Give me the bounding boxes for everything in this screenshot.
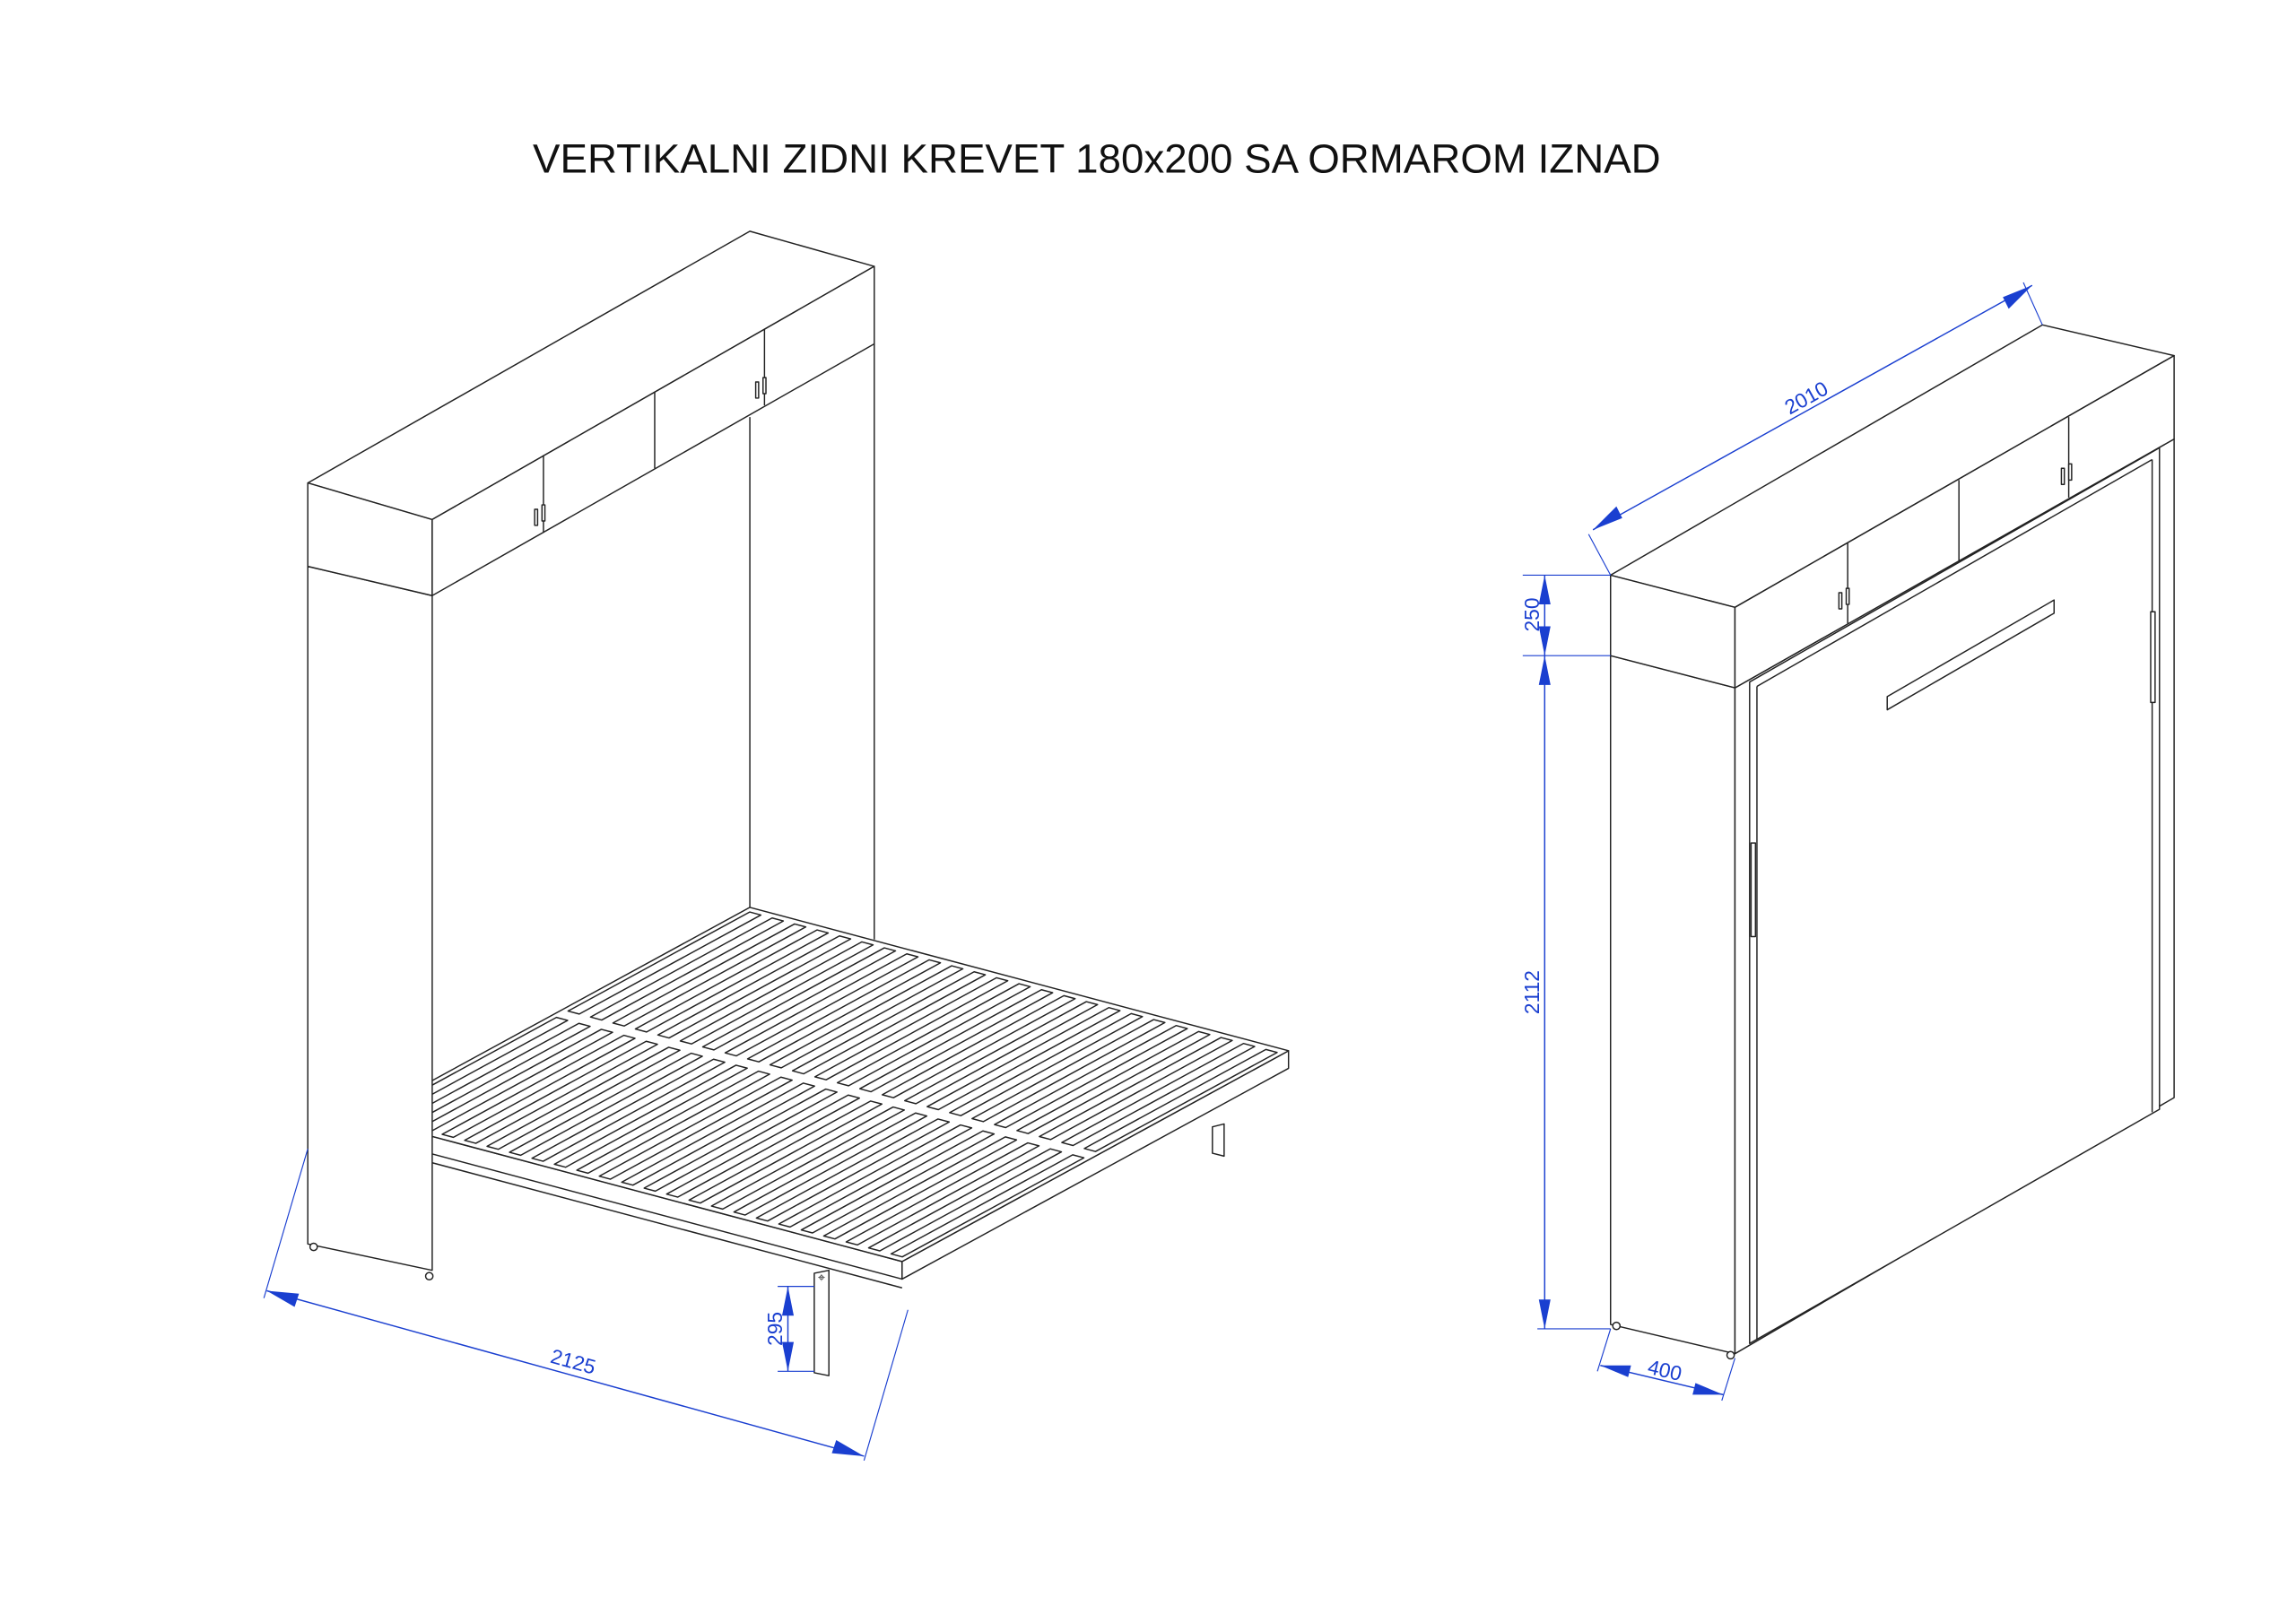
slat-upper-half bbox=[949, 1012, 1144, 1116]
slat-lower-half bbox=[710, 1106, 906, 1211]
slat-upper-half bbox=[1016, 1030, 1211, 1134]
left-pillar bbox=[307, 565, 433, 1271]
slat-lower-half bbox=[598, 1076, 793, 1180]
slat-upper-half bbox=[701, 947, 897, 1051]
slat-upper-half bbox=[836, 983, 1031, 1087]
slat-upper-half bbox=[589, 917, 785, 1021]
cabinet-front-face bbox=[1734, 354, 2175, 689]
foot-icon bbox=[309, 1242, 318, 1252]
slat-lower-half bbox=[845, 1141, 1040, 1246]
dimension-label: 2010 bbox=[1780, 377, 1831, 419]
slat-lower-half bbox=[665, 1094, 861, 1198]
slat-lower-half bbox=[822, 1136, 1018, 1240]
slat-upper-half bbox=[994, 1024, 1188, 1129]
slat-upper-half bbox=[679, 941, 874, 1045]
foot-icon bbox=[424, 1271, 434, 1281]
dimension-bed-cabinet-height: 2112 bbox=[1520, 655, 1611, 1330]
dimension-label: 2112 bbox=[1520, 970, 1544, 1014]
slat-lower-half bbox=[486, 1046, 681, 1150]
drawing-title: VERTIKALNI ZIDNI KREVET 180x200 SA ORMAR… bbox=[533, 136, 1661, 182]
side-handle bbox=[2150, 611, 2156, 704]
slat-upper-half bbox=[858, 988, 1054, 1093]
slat-upper-half bbox=[813, 976, 1009, 1081]
door-handle-icon bbox=[1838, 587, 1850, 610]
slat-lower-half bbox=[509, 1052, 703, 1157]
slat-upper-half bbox=[634, 929, 830, 1033]
slat-upper-half bbox=[1083, 1048, 1278, 1152]
foot-icon bbox=[1726, 1350, 1735, 1360]
bed-door-handle-strip bbox=[1886, 599, 2056, 711]
dimension-label: 2125 bbox=[548, 1344, 598, 1379]
slat-upper-half bbox=[903, 1001, 1099, 1105]
bed-leg bbox=[813, 1269, 830, 1376]
slat-lower-half bbox=[531, 1058, 726, 1162]
closed-bed-view: 2010 250 2112 400 bbox=[1520, 282, 2175, 1402]
slat-upper-half bbox=[1061, 1042, 1256, 1147]
slat-lower-half bbox=[688, 1100, 883, 1204]
slat-upper-half bbox=[791, 971, 987, 1075]
slat-lower-half bbox=[890, 1154, 1085, 1258]
bed-leg bbox=[1212, 1123, 1225, 1158]
dimension-label: 400 bbox=[1646, 1355, 1684, 1385]
slat-upper-half bbox=[1039, 1037, 1233, 1141]
slat-lower-half bbox=[464, 1040, 658, 1144]
slat-lower-half bbox=[778, 1124, 973, 1228]
side-handle bbox=[1750, 842, 1757, 938]
slat-upper-half bbox=[612, 923, 807, 1027]
bed-rail bbox=[428, 1160, 902, 1289]
slat-upper-half bbox=[926, 1006, 1121, 1111]
slat-upper-half bbox=[881, 994, 1076, 1098]
slat-upper-half bbox=[724, 953, 919, 1057]
dimension-label: 295 bbox=[763, 1312, 787, 1346]
slat-lower-half bbox=[553, 1064, 748, 1168]
door-handle-icon bbox=[754, 377, 767, 399]
side-panel bbox=[1610, 655, 1736, 1355]
foot-icon bbox=[1612, 1321, 1622, 1331]
dimension-bed-height: 295 bbox=[763, 1286, 814, 1372]
slat-lower-half bbox=[755, 1118, 951, 1222]
dimension-cabinet-height: 250 bbox=[1520, 574, 1611, 656]
open-bed-view: ⌖ 2125 295 bbox=[263, 230, 1290, 1461]
bed-door-panel bbox=[1749, 447, 2161, 1345]
slat-upper-half bbox=[657, 935, 852, 1039]
bed-frame bbox=[362, 907, 1290, 1289]
slat-upper-half bbox=[567, 911, 762, 1015]
slat-lower-half bbox=[800, 1130, 996, 1234]
dimension-label: 250 bbox=[1520, 597, 1544, 631]
door-handle-icon bbox=[534, 504, 546, 526]
slat-lower-half bbox=[867, 1148, 1063, 1252]
door-handle-icon bbox=[2060, 463, 2073, 485]
door-inner-edge bbox=[1756, 458, 2152, 688]
pivot-mark-icon: ⌖ bbox=[818, 1271, 826, 1286]
slat-lower-half bbox=[621, 1082, 815, 1186]
slat-upper-half bbox=[769, 965, 964, 1069]
slat-lower-half bbox=[441, 1034, 636, 1139]
slat-lower-half bbox=[733, 1112, 928, 1216]
slat-lower-half bbox=[643, 1088, 838, 1193]
slat-upper-half bbox=[971, 1019, 1166, 1123]
slat-upper-half bbox=[746, 959, 942, 1063]
slat-lower-half bbox=[576, 1070, 770, 1175]
